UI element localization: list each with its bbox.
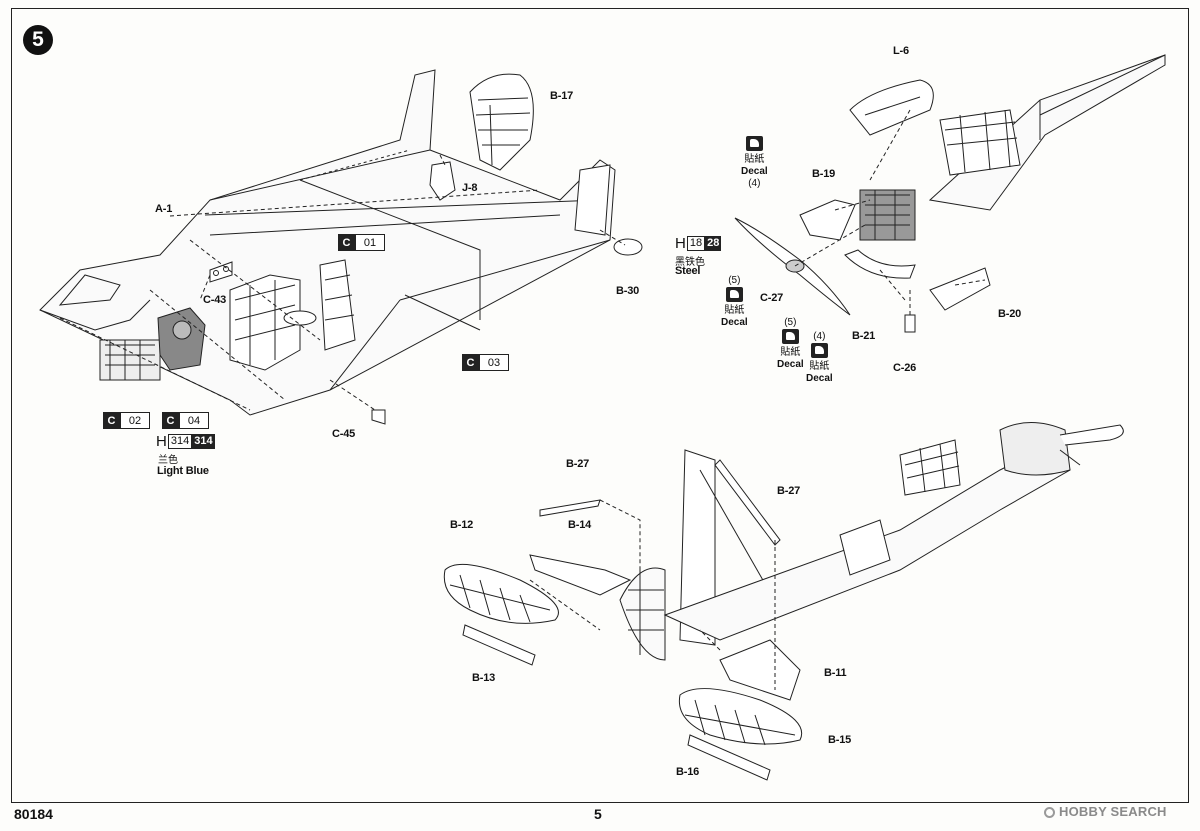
paint-code-a: 18 (686, 236, 706, 251)
decal-en: Decal (806, 373, 833, 384)
sprue-letter: C (103, 412, 120, 429)
paint-code-steel: H 18 28 (675, 235, 722, 252)
sprue-number: 04 (179, 412, 209, 429)
paint-name-en: Light Blue (157, 465, 209, 477)
tail-assembly-drawing (443, 422, 1124, 781)
part-box-c03: C 03 (462, 354, 509, 371)
sprue-number: 02 (120, 412, 150, 429)
decal-en: Decal (777, 359, 804, 370)
decal-icon (745, 136, 763, 151)
paint-name-cn: 兰色 (158, 455, 178, 466)
decal-number: (5) (784, 317, 797, 328)
sprue-letter: C (462, 354, 479, 371)
model-number: 80184 (14, 806, 53, 822)
watermark-logo-icon (1044, 807, 1055, 818)
part-label-b11: B-11 (824, 667, 847, 679)
part-label-b15: B-15 (828, 734, 852, 746)
part-label-b14: B-14 (568, 519, 592, 531)
decal-callout-4b: (4) 貼紙 Decal (806, 331, 833, 385)
part-label-b30: B-30 (616, 285, 640, 297)
part-label-c27: C-27 (760, 292, 784, 304)
paint-code-b: 28 (705, 236, 722, 251)
sprue-letter: C (338, 234, 355, 251)
page-number: 5 (594, 806, 602, 822)
page-frame (11, 8, 1189, 803)
decal-cn: 貼紙 (744, 154, 765, 165)
decal-en: Decal (741, 166, 768, 177)
part-label-l6: L-6 (893, 45, 909, 57)
engine-assembly-drawing (734, 54, 1166, 333)
paint-code-b: 314 (192, 434, 215, 449)
decal-callout-5a: (5) 貼紙 Decal (721, 275, 748, 329)
paint-code-a: 314 (167, 434, 193, 449)
paint-name-en: Steel (675, 265, 701, 277)
watermark: HOBBY SEARCH (1044, 804, 1167, 819)
part-label-c43: C-43 (203, 294, 227, 306)
decal-icon (810, 343, 828, 358)
part-label-j8: J-8 (462, 182, 478, 194)
part-box-c02: C 02 (103, 412, 150, 429)
part-label-b27-left: B-27 (566, 458, 590, 470)
watermark-text: HOBBY SEARCH (1059, 804, 1167, 819)
paint-h-prefix: H (156, 433, 167, 450)
decal-en: Decal (721, 317, 748, 328)
part-box-c01: C 01 (338, 234, 385, 251)
decal-number: (4) (813, 331, 826, 342)
part-label-a1: A-1 (155, 203, 173, 215)
part-label-b17: B-17 (550, 90, 574, 102)
sprue-number: 03 (479, 354, 509, 371)
sprue-letter: C (162, 412, 179, 429)
decal-icon (781, 329, 799, 344)
part-label-b19: B-19 (812, 168, 836, 180)
paint-h-prefix: H (675, 235, 686, 252)
decal-callout-5b: (5) 貼紙 Decal (777, 317, 804, 371)
part-label-b12: B-12 (450, 519, 474, 531)
decal-icon (725, 287, 743, 302)
paint-code-light-blue: H 314 314 (156, 433, 215, 450)
decal-callout-4a: 貼紙 Decal (4) (741, 136, 768, 190)
part-label-b21: B-21 (852, 330, 876, 342)
part-label-b27-right: B-27 (777, 485, 801, 497)
decal-cn: 貼紙 (809, 361, 830, 372)
fuselage-half-drawing (39, 69, 643, 425)
decal-cn: 貼紙 (724, 305, 745, 316)
part-label-c26: C-26 (893, 362, 917, 374)
decal-number: (4) (748, 178, 761, 189)
decal-number: (5) (728, 275, 741, 286)
part-label-b13: B-13 (472, 672, 496, 684)
part-label-c45: C-45 (332, 428, 356, 440)
sprue-number: 01 (355, 234, 385, 251)
part-box-c04: C 04 (162, 412, 209, 429)
paint-name-cn: 黑铁色 (675, 257, 705, 268)
step-number-badge: 5 (23, 25, 53, 55)
part-label-b16: B-16 (676, 766, 700, 778)
part-label-b20: B-20 (998, 308, 1022, 320)
decal-cn: 貼紙 (780, 347, 801, 358)
